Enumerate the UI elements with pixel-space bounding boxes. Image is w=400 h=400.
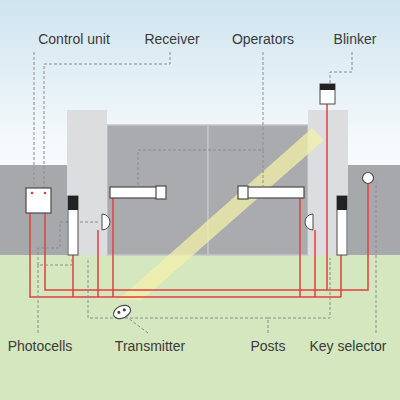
part-label: Posts — [250, 338, 285, 354]
wall-photocell — [102, 214, 110, 230]
leader-line — [263, 150, 264, 186]
leader-line — [138, 52, 263, 186]
photocell-column — [68, 196, 78, 255]
leader-lines — [34, 52, 376, 333]
terminal — [31, 192, 34, 195]
leader-line — [44, 52, 170, 188]
transmitter — [111, 303, 132, 321]
part-label: Blinker — [334, 31, 377, 47]
wiring — [30, 104, 368, 297]
photocell-lens — [337, 196, 347, 210]
operator-head — [156, 186, 166, 199]
part-label: Photocells — [8, 338, 73, 354]
wire — [45, 184, 368, 290]
transmitter-button — [117, 310, 121, 314]
part-label: Transmitter — [115, 338, 185, 354]
transmitter-body — [111, 303, 132, 321]
leader-line — [376, 182, 377, 333]
ground — [0, 255, 400, 400]
sky — [0, 0, 400, 256]
leader-line — [268, 258, 330, 318]
wire — [326, 104, 328, 290]
wire — [97, 230, 99, 297]
part-label: Control unit — [38, 31, 110, 47]
key-selector — [363, 173, 374, 184]
wall-photocell — [305, 214, 313, 230]
leader-line — [34, 52, 35, 188]
operator-head — [238, 186, 248, 199]
gate-leaf — [208, 125, 308, 255]
blinker — [320, 84, 335, 104]
leader-line — [38, 258, 72, 333]
operator-arm — [110, 187, 158, 198]
leader-line — [128, 318, 148, 333]
operator-arm — [246, 187, 304, 198]
leader-line — [88, 258, 268, 333]
part-label: Key selector — [309, 338, 386, 354]
photocell-column — [337, 196, 347, 255]
blinker-top — [320, 84, 335, 90]
terminal — [44, 192, 47, 195]
photocell-lens — [68, 196, 78, 210]
part-label: Receiver — [144, 31, 199, 47]
transmitter-button — [122, 308, 126, 312]
post — [67, 110, 107, 255]
leader-line — [330, 52, 352, 83]
signal-beam — [118, 128, 324, 300]
wire — [299, 198, 301, 297]
wire — [112, 198, 114, 297]
wire — [314, 230, 316, 297]
control-unit — [26, 188, 51, 213]
part-label: Operators — [232, 31, 294, 47]
